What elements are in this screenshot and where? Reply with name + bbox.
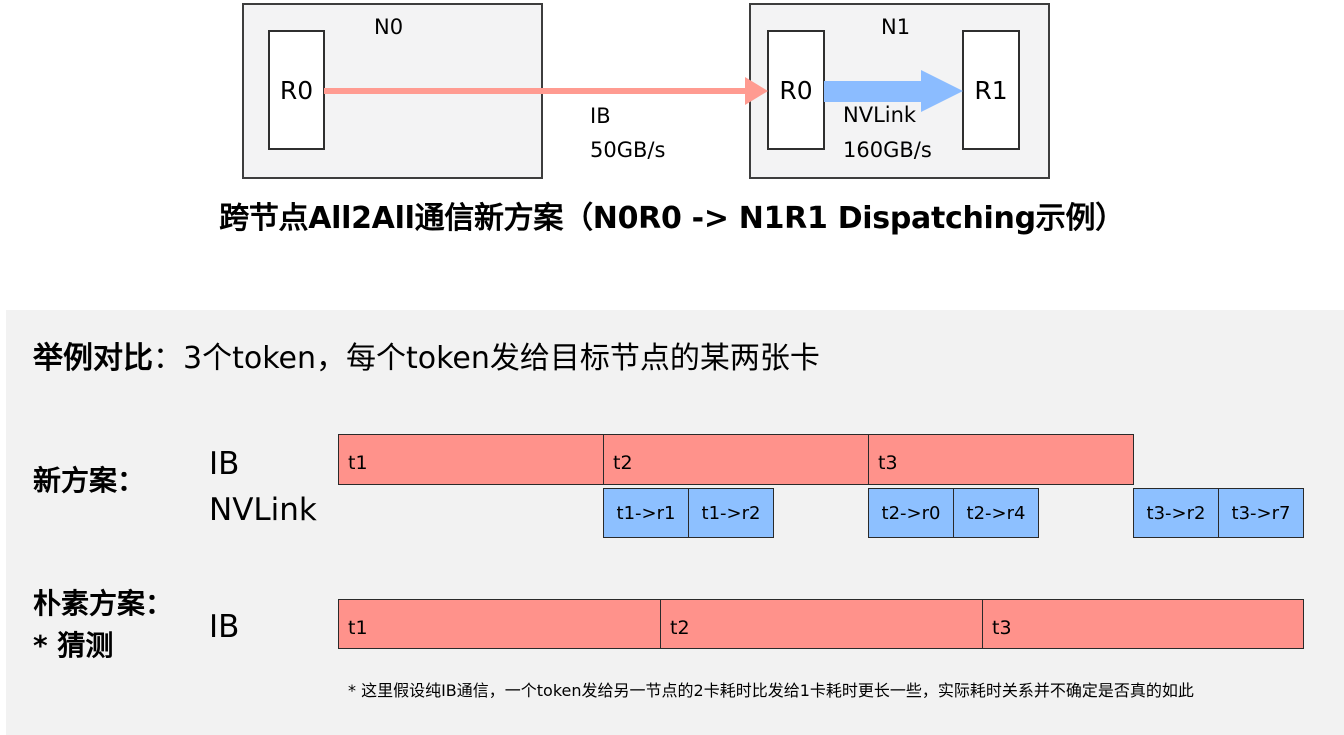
nvlink-segment-t3-r2: t3->r2: [1133, 488, 1219, 538]
new-scheme-ib-label: IB: [209, 446, 240, 482]
nvlink-segment-t1-r2: t1->r2: [688, 488, 774, 538]
nvlink-name: NVLink: [843, 103, 917, 127]
new-ib-segment-t2: t2: [603, 434, 869, 485]
new-scheme-label: 新方案：: [33, 464, 146, 497]
n1-rank-r0-label: R0: [779, 75, 813, 105]
nvlink-segment-t2-r0: t2->r0: [868, 488, 954, 538]
ib-link-name: IB: [590, 104, 611, 128]
n0-rank-r0: R0: [268, 30, 325, 150]
nvlink-segment-t2-r4: t2->r4: [953, 488, 1039, 538]
nvlink-segment-t3-r7: t3->r7: [1218, 488, 1304, 538]
naive-scheme-label: 朴素方案：: [33, 587, 174, 620]
ib-arrow-head: [745, 77, 768, 105]
naive-ib-segment-t1: t1: [338, 599, 661, 649]
new-ib-segment-t3: t3: [868, 434, 1134, 485]
n1-rank-r1: R1: [962, 30, 1020, 150]
n0-rank-r0-label: R0: [279, 75, 314, 105]
new-ib-segment-t1: t1: [338, 434, 604, 485]
nvlink-arrow-head: [921, 70, 963, 112]
footnote: * 这里假设纯IB通信，一个token发给另一节点的2卡耗时比发给1卡耗时更长一…: [348, 681, 1194, 700]
naive-scheme-ib-label: IB: [209, 609, 240, 645]
naive-ib-segment-t2: t2: [660, 599, 983, 649]
n1-rank-r1-label: R1: [974, 75, 1008, 105]
node-n1-label: N1: [881, 15, 911, 39]
node-n0-label: N0: [374, 15, 404, 39]
nvlink-segment-t1-r1: t1->r1: [603, 488, 689, 538]
comparison-heading: 举例对比：3个token，每个token发给目标节点的某两张卡: [33, 333, 820, 377]
comparison-heading-bold: 举例对比: [33, 341, 153, 376]
link-arrows: [324, 70, 963, 112]
naive-scheme-guess: * 猜测: [33, 629, 114, 662]
diagram-title: 跨节点All2All通信新方案（N0R0 -> N1R1 Dispatching…: [219, 201, 1125, 236]
nvlink-bandwidth: 160GB/s: [843, 138, 932, 162]
naive-ib-segment-t3: t3: [982, 599, 1304, 649]
comparison-heading-rest: ：3个token，每个token发给目标节点的某两张卡: [153, 341, 820, 376]
new-scheme-nvlink-label: NVLink: [209, 492, 317, 528]
nvlink-arrow-body: [824, 81, 924, 102]
ib-link-bandwidth: 50GB/s: [590, 138, 666, 162]
